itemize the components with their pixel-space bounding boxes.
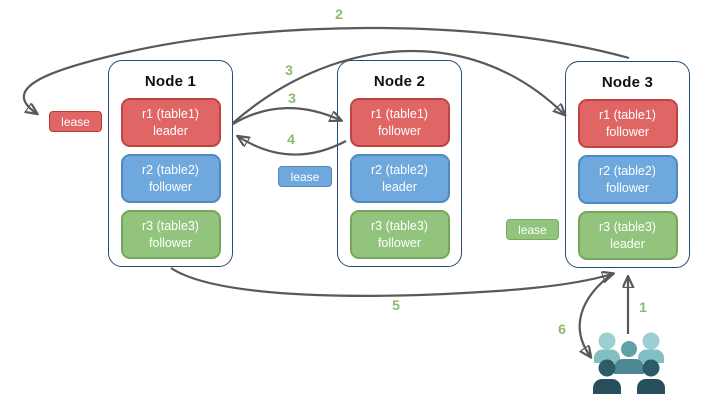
replica-role: follower [148, 235, 193, 250]
replica-name: r2 (table2) [142, 163, 199, 178]
node-1: Node 1 r1 (table1) leader r2 (table2) fo… [108, 60, 233, 267]
node-3-replica-r2: r2 (table2) follower [577, 155, 678, 204]
lease-badge-table2: lease [278, 166, 332, 187]
lease-badge-table1: lease [49, 111, 102, 132]
replica-role: follower [377, 123, 422, 138]
replica-role: leader [382, 179, 417, 194]
lease-badge-table3: lease [506, 219, 559, 240]
node-3-replica-r3: r3 (table3) leader [577, 211, 678, 260]
node-3: Node 3 r1 (table1) follower r2 (table2) … [565, 61, 690, 268]
step-label-4: 4 [287, 131, 295, 147]
replica-role: leader [610, 236, 645, 251]
step-label-3a: 3 [285, 62, 293, 78]
replica-role: follower [605, 124, 650, 139]
step-label-2: 2 [335, 6, 343, 22]
replica-name: r2 (table2) [599, 164, 656, 179]
replica-name: r3 (table3) [142, 219, 199, 234]
replica-name: r1 (table1) [371, 107, 428, 122]
replica-name: r2 (table2) [371, 163, 428, 178]
arrow-step-5-node1-to-node3 [170, 267, 612, 297]
node-2: Node 2 r1 (table1) follower r2 (table2) … [337, 60, 462, 267]
replica-role: follower [377, 235, 422, 250]
replica-name: r1 (table1) [599, 108, 656, 123]
replica-name: r3 (table3) [599, 220, 656, 235]
step-label-1: 1 [639, 299, 647, 315]
node-1-title: Node 1 [144, 73, 197, 90]
step-label-3b: 3 [288, 90, 296, 106]
node-1-replica-r2: r2 (table2) follower [120, 154, 221, 203]
node-2-replica-r3: r3 (table3) follower [349, 210, 450, 259]
replica-role: follower [148, 179, 193, 194]
node-1-replica-r3: r3 (table3) follower [120, 210, 221, 259]
replica-name: r3 (table3) [371, 219, 428, 234]
arrow-step-3-node1-to-node2 [232, 107, 340, 125]
node-2-title: Node 2 [373, 73, 426, 90]
replica-role: follower [605, 180, 650, 195]
node-3-title: Node 3 [601, 74, 654, 91]
step-label-6: 6 [558, 321, 566, 337]
node-1-replica-r1: r1 (table1) leader [120, 98, 221, 147]
users-group-icon [593, 332, 665, 394]
node-3-replica-r1: r1 (table1) follower [577, 99, 678, 148]
step-label-5: 5 [392, 297, 400, 313]
replica-role: leader [153, 123, 188, 138]
node-2-replica-r1: r1 (table1) follower [349, 98, 450, 147]
replica-name: r1 (table1) [142, 107, 199, 122]
node-2-replica-r2: r2 (table2) leader [349, 154, 450, 203]
